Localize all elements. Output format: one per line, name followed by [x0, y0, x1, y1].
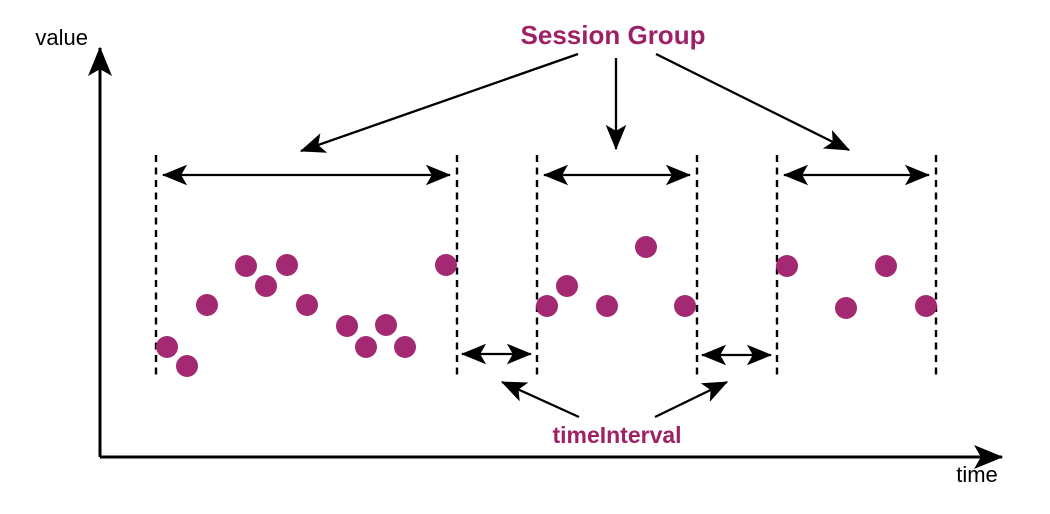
data-point	[276, 254, 298, 276]
data-point	[556, 275, 578, 297]
data-point	[635, 236, 657, 258]
data-point	[176, 355, 198, 377]
data-point	[296, 294, 318, 316]
data-point	[235, 255, 257, 277]
data-point	[355, 336, 377, 358]
data-point	[776, 255, 798, 277]
dots-layer	[156, 236, 937, 377]
time-interval-pointer-arrow	[500, 380, 580, 419]
data-point	[196, 294, 218, 316]
session-group-pointer-arrow	[655, 52, 851, 152]
data-point	[875, 255, 897, 277]
time-interval-pointer-arrow	[654, 380, 729, 419]
data-point	[835, 297, 857, 319]
sessions-layer	[154, 155, 938, 378]
time-interval-label: timeInterval	[552, 422, 681, 448]
x-axis-label: time	[956, 462, 998, 487]
data-point	[375, 314, 397, 336]
data-point	[156, 336, 178, 358]
data-point	[674, 295, 696, 317]
session-group-pointer-arrow	[299, 52, 579, 153]
data-point	[536, 295, 558, 317]
session-group-label: Session Group	[521, 20, 706, 50]
data-point	[255, 275, 277, 297]
data-point	[394, 336, 416, 358]
data-point	[915, 295, 937, 317]
data-point	[435, 254, 457, 276]
data-point	[596, 295, 618, 317]
y-axis-label: value	[35, 25, 88, 50]
data-point	[336, 315, 358, 337]
pointers-layer	[299, 52, 851, 419]
